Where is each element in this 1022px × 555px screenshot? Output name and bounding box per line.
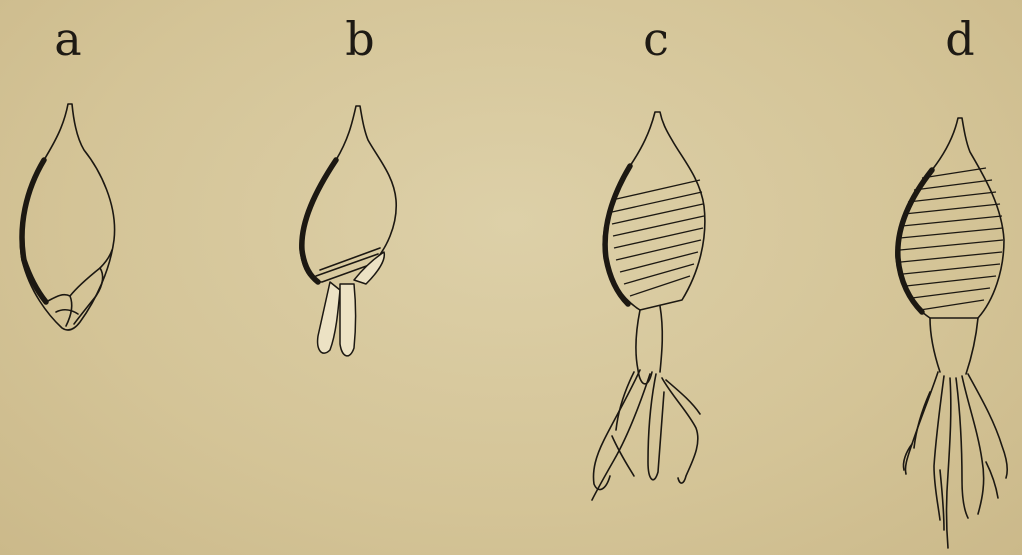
hatching-c [612, 180, 704, 296]
seed-d [896, 118, 1007, 548]
seed-a [20, 104, 114, 330]
seed-b [300, 106, 396, 356]
seed-c [592, 112, 705, 500]
hatching-d [900, 168, 1003, 310]
